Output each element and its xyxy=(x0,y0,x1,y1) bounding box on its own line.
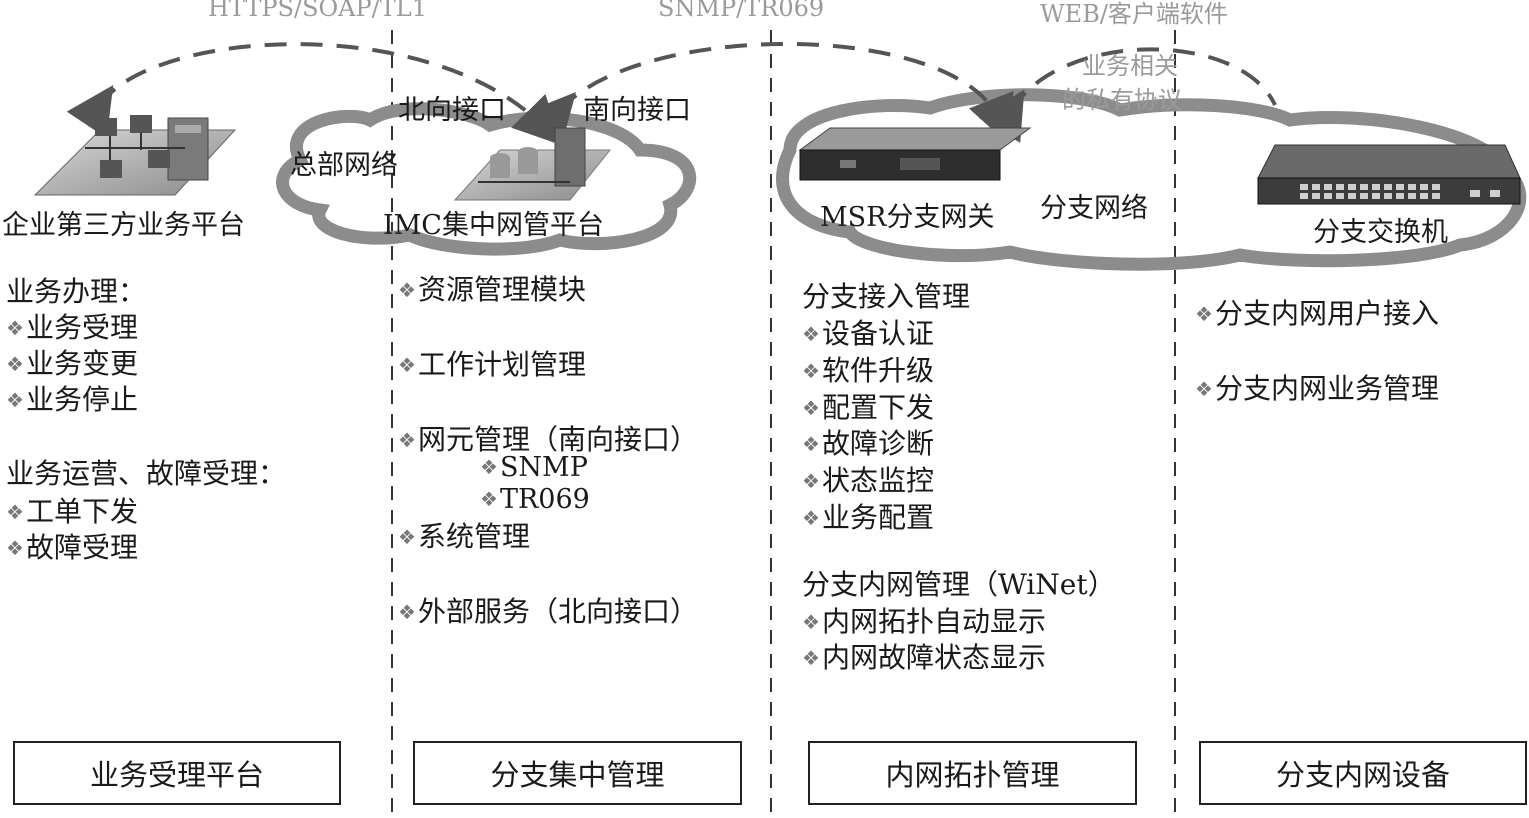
bullet-icon: ❖ xyxy=(802,432,820,456)
bullet-icon: ❖ xyxy=(480,487,498,511)
list-item: ❖业务受理 xyxy=(6,311,138,344)
list-item: ❖工作计划管理 xyxy=(398,348,586,381)
list-item: ❖状态监控 xyxy=(802,464,934,497)
branch-network-label: 分支网络 xyxy=(1040,193,1148,224)
bullet-icon: ❖ xyxy=(6,352,24,376)
list-item: ❖系统管理 xyxy=(398,520,530,553)
southbound-label: 南向接口 xyxy=(583,95,691,126)
msr-gateway-label: MSR分支网关 xyxy=(820,202,995,233)
enterprise-platform-label: 企业第三方业务平台 xyxy=(2,210,245,241)
branch-switch-illustration xyxy=(1257,144,1521,205)
column-dividers xyxy=(391,30,1176,818)
list-item: ❖软件升级 xyxy=(802,354,934,387)
bullet-icon: ❖ xyxy=(6,500,24,524)
protocol-label-web: WEB/客户端软件 xyxy=(1040,0,1228,28)
bullet-icon: ❖ xyxy=(1195,302,1213,326)
list-item: ❖业务停止 xyxy=(6,383,138,416)
protocol-label-https: HTTPS/SOAP/TL1 xyxy=(208,0,427,22)
list-item: ❖配置下发 xyxy=(802,391,934,424)
bullet-icon: ❖ xyxy=(1195,377,1213,401)
private-protocol-line1: 业务相关 xyxy=(1082,52,1178,80)
col3-group1-title: 分支接入管理 xyxy=(802,280,971,313)
protocol-label-snmp: SNMP/TR069 xyxy=(658,0,825,22)
imc-platform-label: IMC集中网管平台 xyxy=(383,210,604,241)
branch-switch-label: 分支交换机 xyxy=(1313,217,1448,248)
bullet-icon: ❖ xyxy=(802,322,820,346)
arc-web xyxy=(979,47,1277,143)
arc-https xyxy=(66,42,562,146)
footer-box-branch-devices: 分支内网设备 xyxy=(1199,741,1527,805)
bullet-icon: ❖ xyxy=(802,469,820,493)
arc-snmp xyxy=(526,42,1014,145)
list-item: ❖工单下发 xyxy=(6,495,138,528)
list-item: ❖资源管理模块 xyxy=(398,273,586,306)
northbound-label: 北向接口 xyxy=(398,95,506,126)
bullet-icon: ❖ xyxy=(802,396,820,420)
bullet-icon: ❖ xyxy=(398,353,416,377)
branch-cloud xyxy=(776,88,1527,271)
bullet-icon: ❖ xyxy=(6,316,24,340)
list-item: ❖故障受理 xyxy=(6,531,138,564)
private-protocol-line2: 的私有协议 xyxy=(1062,86,1182,114)
col1-group2-title: 业务运营、故障受理： xyxy=(6,457,287,490)
bullet-icon: ❖ xyxy=(398,278,416,302)
hq-network-label: 总部网络 xyxy=(290,150,398,181)
list-item: ❖业务变更 xyxy=(6,347,138,380)
list-item: ❖内网故障状态显示 xyxy=(802,641,1046,674)
list-item: ❖内网拓扑自动显示 xyxy=(802,605,1046,638)
imc-platform-illustration xyxy=(453,127,612,201)
bullet-icon: ❖ xyxy=(6,536,24,560)
bullet-icon: ❖ xyxy=(398,428,416,452)
list-item: ❖分支内网用户接入 xyxy=(1195,297,1439,330)
list-item: ❖设备认证 xyxy=(802,317,934,350)
bullet-icon: ❖ xyxy=(398,600,416,624)
sub-list-item: ❖SNMP xyxy=(480,452,588,483)
enterprise-platform-illustration xyxy=(33,115,237,196)
msr-gateway-illustration xyxy=(798,127,1032,181)
list-item: ❖业务配置 xyxy=(802,501,934,534)
bullet-icon: ❖ xyxy=(802,359,820,383)
bullet-icon: ❖ xyxy=(398,525,416,549)
sub-list-item: ❖TR069 xyxy=(480,484,590,515)
col1-group1-title: 业务办理： xyxy=(6,275,147,308)
footer-box-business-platform: 业务受理平台 xyxy=(13,741,341,805)
list-item: ❖故障诊断 xyxy=(802,427,934,460)
list-item: ❖分支内网业务管理 xyxy=(1195,372,1439,405)
list-item: ❖外部服务（北向接口） xyxy=(398,595,698,628)
footer-box-intranet-topology: 内网拓扑管理 xyxy=(808,741,1137,805)
bullet-icon: ❖ xyxy=(480,455,498,479)
footer-box-branch-central-mgmt: 分支集中管理 xyxy=(413,741,742,805)
col3-group2-title: 分支内网管理（WiNet） xyxy=(802,568,1116,601)
bullet-icon: ❖ xyxy=(6,388,24,412)
bullet-icon: ❖ xyxy=(802,646,820,670)
bullet-icon: ❖ xyxy=(802,610,820,634)
bullet-icon: ❖ xyxy=(802,506,820,530)
list-item: ❖网元管理（南向接口） xyxy=(398,423,698,456)
